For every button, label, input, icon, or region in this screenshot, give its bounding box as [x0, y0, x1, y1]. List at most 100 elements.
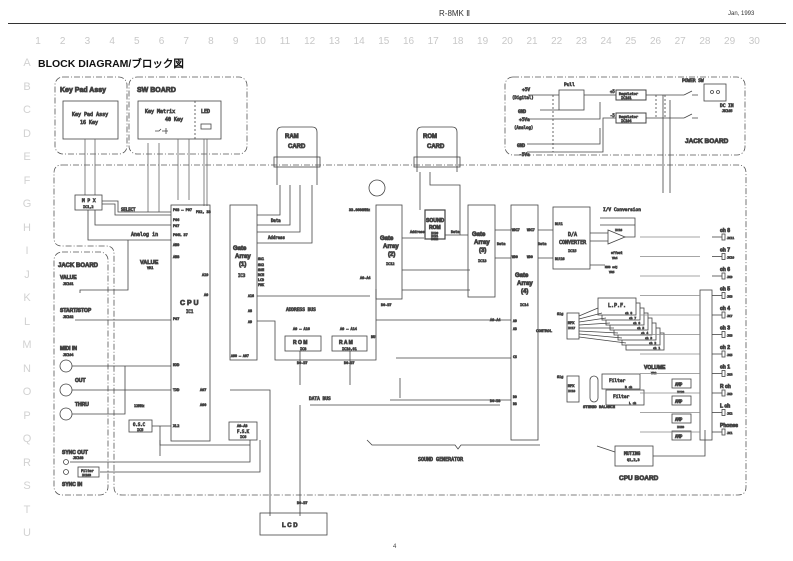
- midi-in-label: MIDI IN: [60, 346, 77, 352]
- ga4-label-2: Array: [517, 281, 533, 287]
- led-icon: [200, 123, 212, 130]
- jack-icon: [721, 253, 726, 260]
- ga2-ic: IC12: [386, 262, 394, 266]
- sync-filter-ic: IC103: [82, 473, 91, 477]
- grid-column-26: 26: [649, 36, 662, 47]
- grid-column-1: 1: [35, 36, 41, 47]
- grid-column-6: 6: [158, 36, 165, 47]
- output-jack-id: JK7: [727, 314, 733, 318]
- cpu-pin-p07b: P07: [173, 317, 179, 321]
- cpu-label: C P U: [180, 300, 199, 307]
- ga4-pin-wd17-in: WD17: [512, 228, 520, 232]
- bus-a0-a14: A0 — A14: [340, 327, 357, 331]
- rom-ic: IC8: [300, 347, 306, 351]
- lpf-input-line: [578, 336, 627, 344]
- grid-column-19: 19: [477, 36, 489, 47]
- model-name: R-8MK Ⅱ: [439, 9, 471, 18]
- cpu-pin-xl2: XL2: [173, 424, 179, 428]
- grid-column-12: 12: [304, 36, 316, 47]
- sound-rom-label-1: SOUND: [426, 218, 444, 224]
- gnd-analog-label: GND: [517, 143, 525, 149]
- ga1-address-label: Address: [268, 235, 285, 240]
- dc-in-jack: JK105: [722, 109, 733, 113]
- value-jack-label: VALUE: [60, 275, 77, 281]
- output-jack-id: JK3: [727, 392, 733, 396]
- stereo-balance-label: STEREO BALANCE: [583, 404, 616, 409]
- ga2-label-2: Array: [383, 244, 399, 250]
- regulator-1-label: Regulator: [619, 92, 638, 96]
- cpu-pin-a07: A07: [200, 388, 206, 392]
- cpu-pin-p07: P07: [173, 224, 179, 228]
- grid-row-M: M: [22, 339, 32, 351]
- xtal-33mhz-label: 33.8688MHz: [349, 208, 370, 212]
- lpf-input-line: [578, 322, 611, 326]
- mpx2-sig-label: Sig: [557, 312, 563, 316]
- grid-column-15: 15: [378, 36, 390, 47]
- bus-d0-d7-ga2: D0-D7: [381, 303, 392, 307]
- fsk-range: A0—A3: [237, 424, 248, 428]
- ga1-pin-a9: A9: [248, 320, 252, 324]
- grid-column-23: 23: [575, 36, 587, 47]
- jack-board-top-title: JACK BOARD: [685, 138, 729, 145]
- grid-row-L: L: [23, 315, 31, 328]
- cpu-pin-a0: A0: [204, 293, 208, 297]
- jack-icon: [721, 428, 726, 436]
- sync-out-connector-icon: [63, 459, 69, 465]
- output-channel-label: Phones: [720, 423, 738, 429]
- plus5v-label: +5V: [522, 87, 530, 93]
- analog-label: (Analog): [514, 125, 533, 130]
- grid-row-N: N: [23, 362, 31, 375]
- midi-out-label: OUT: [75, 378, 86, 384]
- mpx2-label: MPX: [568, 321, 575, 325]
- lpf-channel-label: ch 6: [633, 321, 640, 325]
- grid-row-H: H: [23, 221, 31, 234]
- ga4-label-1: Gate: [515, 273, 529, 279]
- keypad-board-title: Key Pad Assy: [60, 87, 106, 94]
- cpu-pin-an0: AN0: [173, 243, 179, 247]
- ga3-data-label: Data: [497, 242, 505, 246]
- output-jack-id: JK10: [727, 256, 734, 260]
- output-channel-label: ch 5: [720, 287, 730, 293]
- ga4-pin-wd0-in: WD0: [512, 255, 518, 259]
- cpu-pin-txd: TXD: [173, 388, 179, 392]
- output-channel-label: ch 1: [720, 365, 730, 371]
- osc-ic: IC5: [137, 428, 143, 432]
- ga3-label-3: (3): [479, 248, 486, 254]
- lpf-channel-label: ch 7: [629, 316, 636, 320]
- grid-column-13: 13: [328, 36, 340, 47]
- grid-column-21: 21: [526, 36, 538, 47]
- grid-column-25: 25: [625, 36, 637, 47]
- iv-conversion-label: I/V Conversion: [603, 207, 641, 213]
- ga4-ic: IC14: [520, 303, 528, 307]
- ga3-label-2: Array: [474, 240, 490, 246]
- grid-row-S: S: [23, 480, 31, 492]
- mpx2-ic: IC17: [568, 326, 575, 330]
- cpu-board-title: CPU BOARD: [619, 475, 659, 482]
- grid-column-7: 7: [183, 36, 189, 47]
- grid-row-I: I: [25, 245, 29, 257]
- grid-column-17: 17: [427, 36, 439, 47]
- plus5va-label: +5Va: [519, 117, 530, 123]
- output-channel-label: ch 6: [720, 267, 730, 273]
- muting-transistors: Q1,2,3: [627, 458, 640, 462]
- amp-2-label: AMP: [675, 399, 683, 404]
- value-jack-id: JK101: [63, 282, 74, 286]
- lpf-channel-label: ch 8: [625, 311, 632, 315]
- grid-row-J: J: [24, 268, 30, 281]
- value-pot-id: VR1: [147, 266, 153, 270]
- analog-in-label: Analog in: [131, 232, 158, 238]
- filter-l-label: Filter: [613, 394, 630, 400]
- sound-rom-ic21: IC21: [431, 234, 438, 238]
- grid-column-29: 29: [724, 36, 736, 47]
- ga1-pin-sa2: SA2: [258, 263, 264, 267]
- ga2-label-1: Gate: [380, 236, 394, 242]
- ga4-pin-a0: A0: [513, 319, 517, 323]
- sound-rom-label-2: ROM: [429, 225, 441, 231]
- midi-in-connector-icon: [59, 359, 73, 373]
- jack-icon: [721, 233, 726, 241]
- bus-a0-a16: A0 — A16: [293, 327, 310, 331]
- lcd-block: [259, 512, 328, 536]
- data-bus-label: DATA BUS: [309, 396, 331, 402]
- plus5-label: +5: [610, 89, 615, 94]
- dac-label-1: D/A: [568, 232, 577, 238]
